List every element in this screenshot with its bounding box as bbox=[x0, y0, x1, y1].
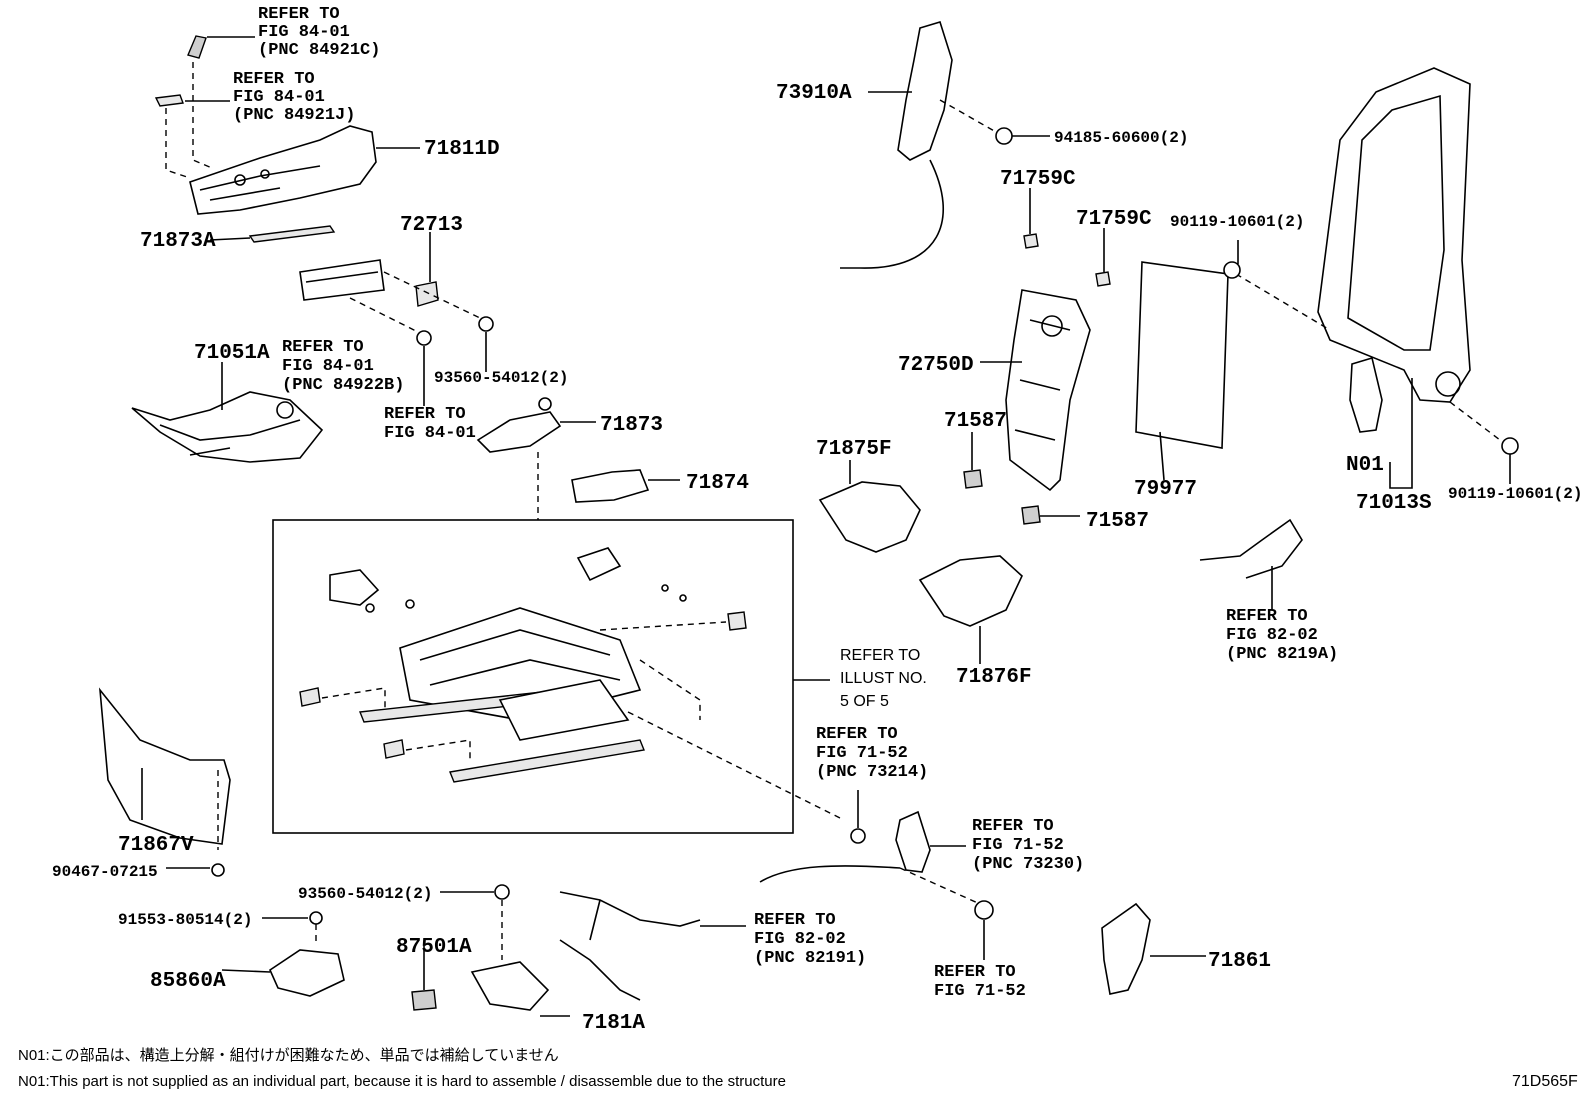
label-71811D: 71811D bbox=[424, 138, 500, 161]
footnote-jp: N01:この部品は、構造上分解・組付けが困難なため、単品では補給していません bbox=[18, 1047, 559, 1064]
label-73910A: 73910A bbox=[776, 82, 852, 105]
nut-71-52-c bbox=[974, 900, 994, 960]
label-71759C-a: 71759C bbox=[1000, 168, 1076, 191]
nut-73214 bbox=[850, 790, 866, 844]
refer-illust: REFER TO ILLUST NO. 5 OF 5 bbox=[840, 647, 931, 710]
label-71051A: 71051A bbox=[194, 342, 270, 365]
bracket-71873 bbox=[476, 397, 596, 520]
harness-8219A bbox=[1199, 518, 1303, 610]
label-90119-a: 90119-10601(2) bbox=[1170, 213, 1304, 231]
motor-85860A bbox=[221, 949, 345, 997]
switch-72713 bbox=[299, 232, 494, 406]
label-71587-a: 71587 bbox=[944, 410, 1007, 433]
clip-71587-b bbox=[1021, 505, 1080, 525]
frame-71051A bbox=[131, 362, 324, 463]
label-71874: 71874 bbox=[686, 472, 749, 495]
label-71873: 71873 bbox=[600, 414, 663, 437]
label-94185: 94185-60600(2) bbox=[1054, 129, 1188, 147]
pad-79977 bbox=[1135, 261, 1229, 481]
label-71759C-b: 71759C bbox=[1076, 208, 1152, 231]
label-93560-a: 93560-54012(2) bbox=[434, 369, 568, 387]
seatback-frame-71013S bbox=[1235, 67, 1501, 489]
clip-71759C-b bbox=[1095, 228, 1111, 287]
label-71876F: 71876F bbox=[956, 666, 1032, 689]
refer-84921C: REFER TO FIG 84-01 (PNC 84921C) bbox=[258, 5, 380, 60]
lever-71873A bbox=[209, 225, 336, 243]
refer-71-52-c: REFER TO FIG 71-52 bbox=[934, 963, 1026, 1001]
label-N01: N01 bbox=[1346, 454, 1384, 477]
label-87501A: 87501A bbox=[396, 936, 472, 959]
side-airbag-73910A bbox=[840, 21, 997, 269]
screw-91553 bbox=[262, 911, 323, 944]
track-assembly-box bbox=[272, 519, 794, 834]
cover-71876F bbox=[918, 555, 1023, 664]
bolt-93560-b bbox=[440, 884, 510, 960]
label-71587-b: 71587 bbox=[1086, 510, 1149, 533]
refer-73214: REFER TO FIG 71-52 (PNC 73214) bbox=[816, 725, 928, 782]
label-71861: 71861 bbox=[1208, 950, 1271, 973]
trim-71867V bbox=[98, 687, 231, 850]
label-71873A: 71873A bbox=[140, 230, 216, 253]
refer-82191: REFER TO FIG 82-02 (PNC 82191) bbox=[754, 911, 866, 968]
label-79977: 79977 bbox=[1134, 478, 1197, 501]
footnote-en: N01:This part is not supplied as an indi… bbox=[18, 1073, 786, 1090]
label-72750D: 72750D bbox=[898, 354, 974, 377]
refer-84922B: REFER TO FIG 84-01 (PNC 84922B) bbox=[282, 338, 404, 395]
motor-N01 bbox=[1349, 356, 1383, 433]
label-71013S: 71013S bbox=[1356, 492, 1432, 515]
label-91553: 91553-80514(2) bbox=[118, 911, 252, 929]
bracket-7181A bbox=[470, 961, 570, 1017]
bolt-90119-a bbox=[1223, 240, 1241, 279]
buckle-73230 bbox=[759, 810, 981, 905]
figure-id: 71D565F bbox=[1512, 1073, 1578, 1090]
cover-71875F bbox=[818, 460, 921, 553]
bracket-71874 bbox=[571, 469, 680, 503]
label-93560-b: 93560-54012(2) bbox=[298, 885, 432, 903]
cap-84921J bbox=[154, 94, 230, 107]
refer-73230: REFER TO FIG 71-52 (PNC 73230) bbox=[972, 817, 1084, 874]
module-87501A bbox=[411, 942, 437, 1011]
frame-72750D bbox=[980, 289, 1091, 492]
harness-82191 bbox=[559, 891, 746, 1001]
label-71875F: 71875F bbox=[816, 438, 892, 461]
refer-84921J: REFER TO FIG 84-01 (PNC 84921J) bbox=[233, 70, 355, 125]
label-85860A: 85860A bbox=[150, 970, 226, 993]
clip-71587-a bbox=[963, 432, 983, 489]
clip-90467 bbox=[166, 863, 225, 877]
clip-71759C-a bbox=[1023, 188, 1039, 249]
refer-84-01-d: REFER TO FIG 84-01 bbox=[384, 405, 476, 443]
side-cover-71811D bbox=[189, 125, 420, 215]
refer-8219A: REFER TO FIG 82-02 (PNC 8219A) bbox=[1226, 607, 1338, 664]
label-7181A: 7181A bbox=[582, 1012, 645, 1035]
label-90467: 90467-07215 bbox=[52, 863, 158, 881]
seat-track-assembly bbox=[299, 547, 841, 819]
label-72713: 72713 bbox=[400, 214, 463, 237]
bolt-90119-b bbox=[1501, 437, 1519, 484]
label-90119-b: 90119-10601(2) bbox=[1448, 485, 1582, 503]
cap-84921C bbox=[187, 35, 255, 59]
nut-94185 bbox=[995, 127, 1050, 145]
label-71867V: 71867V bbox=[118, 834, 194, 857]
cover-71861 bbox=[1101, 902, 1206, 995]
